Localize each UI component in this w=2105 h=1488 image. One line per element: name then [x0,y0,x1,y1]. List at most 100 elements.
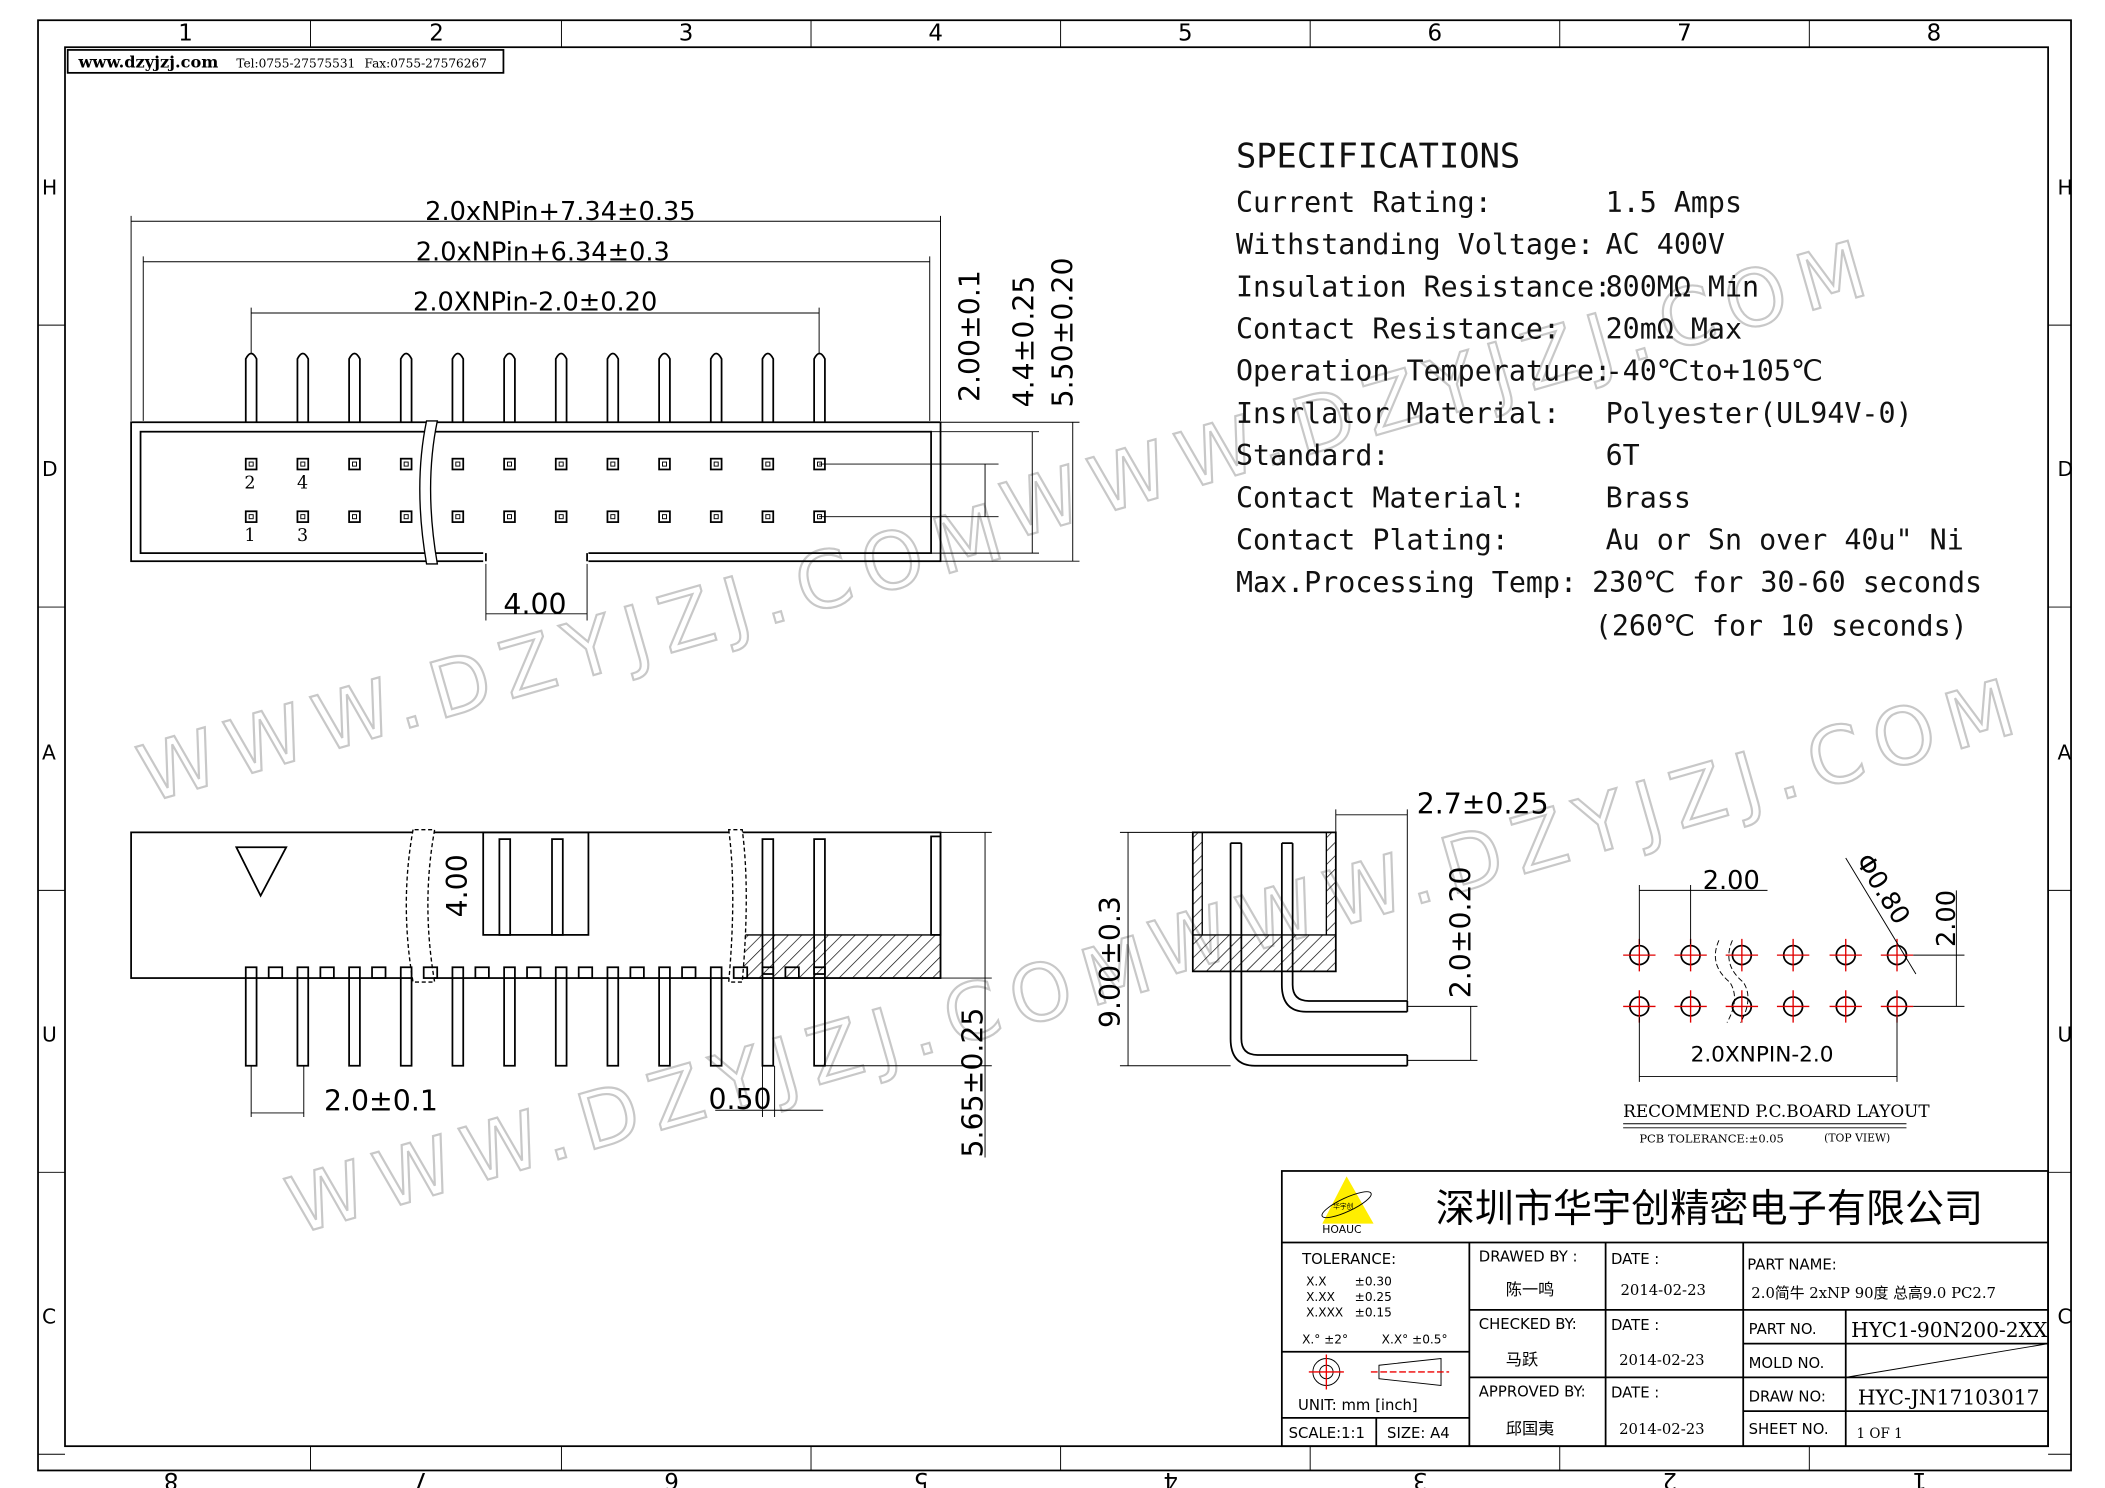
pcb-dim-row: 2.00 [1932,890,1962,947]
pin [348,966,361,1067]
ruler-label: 6 [1428,20,1443,46]
drawed-by-label: DRAWED BY : [1479,1248,1578,1265]
tolerance-key: X.X [1306,1275,1326,1289]
spec-value: Polyester(UL94V-0) [1606,397,1913,430]
ruler-label: 4 [1163,1467,1178,1488]
spec-title: SPECIFICATIONS [1236,136,1520,175]
logo-cn: 华宇创 [1333,1202,1353,1211]
pin [503,352,516,423]
part-no: HYC1-90N200-2XX [1851,1318,2048,1342]
company-name: 深圳市华宇创精密电子有限公司 [1436,1187,1984,1232]
spec-label: Insulation Resistance: [1236,270,1611,303]
pin [554,966,568,1067]
pin-pad [503,510,516,523]
pin-pad [244,510,258,523]
ruler-label: U [2058,1022,2073,1046]
approved-by-label: APPROVED BY: [1479,1383,1586,1400]
sheet-no-label: SHEET NO. [1749,1421,1829,1438]
dim-width: 2.7±0.25 [1417,787,1549,820]
pin [551,838,564,936]
dim-inner: 2.0xNPin+6.34±0.3 [416,237,670,267]
pin [606,966,620,1067]
pin-pad [761,457,775,471]
pin-pad [348,510,361,523]
pin [296,966,310,1067]
inner-border [64,46,2049,1448]
spec-extra: (260℃ for 10 seconds) [1595,609,1968,642]
pin-label: 1 [244,526,255,546]
spec-label: Standard: [1236,439,1390,472]
date-value: 2014-02-23 [1620,1282,1706,1299]
right-view: 2.7±0.25 9.00±0.3 2.0±0.20 [1094,787,1549,1067]
ruler-label: 8 [164,1467,179,1488]
tolerance-label: TOLERANCE: [1301,1251,1396,1268]
draw-no-label: DRAW NO: [1749,1389,1826,1406]
pcb-title: RECOMMEND P.C.BOARD LAYOUT [1623,1101,1930,1121]
ruler-label: 6 [664,1467,679,1488]
spec-value: 230℃ for 30-60 seconds [1592,566,1982,599]
dim-tail: 5.65±0.25 [956,1008,989,1158]
standoff [629,966,645,979]
pin [348,352,361,423]
tel-text: Tel:0755-27575531 [236,56,355,70]
pcb-dim-pitch: 2.00 [1703,866,1760,896]
pin-pad [606,510,620,523]
date-label: DATE : [1611,1251,1659,1268]
part-name-label: PART NAME: [1747,1256,1837,1273]
spec-value: AC 400V [1606,228,1725,261]
pin [244,352,258,423]
ruler-label: H [42,175,57,199]
spec-value: Au or Sn over 40u" Ni [1606,524,1964,557]
pin [709,352,723,423]
pin [606,352,620,423]
pin [761,966,775,1067]
spec-label: Operation Temperature: [1236,355,1611,388]
pin [761,838,775,975]
center-mark [1725,990,1759,1023]
ruler-label: 3 [679,20,694,46]
title-block: 华宇创 HOAUC 深圳市华宇创精密电子有限公司 TOLERANCE: X.X±… [1280,1170,2049,1448]
drawed-by: 陈一鸣 [1506,1280,1555,1299]
spec-value: Brass [1606,481,1691,514]
pin-pad [451,457,465,471]
pin [658,966,671,1067]
pin [451,352,465,423]
pin-label: 4 [297,473,308,493]
pin-pad [451,510,465,523]
pin [658,352,671,423]
dim-v2: 4.4±0.25 [1008,276,1041,408]
logo-icon [1322,1176,1374,1224]
pin-pad [709,510,723,523]
pin-pad [348,457,361,471]
ruler-label: A [2058,741,2072,765]
center-mark [1829,990,1862,1023]
center-mark [1725,938,1759,972]
part-no-label: PART NO. [1749,1321,1817,1338]
spec-label: Contact Resistance: [1236,312,1560,345]
standoff [732,966,749,979]
standoff [422,966,439,979]
standoff [577,966,594,979]
spec-value: 1.5 Amps [1606,186,1742,219]
spec-label: Withstanding Voltage: [1236,228,1594,261]
ruler-label: 5 [1178,20,1193,46]
date-value: 2014-02-23 [1619,1421,1705,1438]
pin [399,352,413,423]
ruler-label: U [42,1022,57,1046]
fax-text: Fax:0755-27576267 [364,56,486,70]
pin [813,838,826,975]
center-mark [1776,990,1810,1023]
ruler-label: 2 [1663,1467,1678,1488]
dim-pins: 2.0XNPin-2.0±0.20 [413,287,657,317]
spec-label: Max.Processing Temp: [1236,566,1577,599]
pin-pad [296,510,310,523]
pcb-tolerance: PCB TOLERANCE:±0.05 [1639,1132,1784,1146]
dim-total-height: 9.00±0.3 [1094,896,1127,1028]
ruler-label: 4 [928,20,943,46]
specifications: SPECIFICATIONS Current Rating:1.5 AmpsWi… [1236,136,1982,642]
tolerance-value: ±0.15 [1355,1306,1392,1320]
pin-pad [658,457,671,471]
dim-v1: 2.00±0.1 [954,270,987,402]
